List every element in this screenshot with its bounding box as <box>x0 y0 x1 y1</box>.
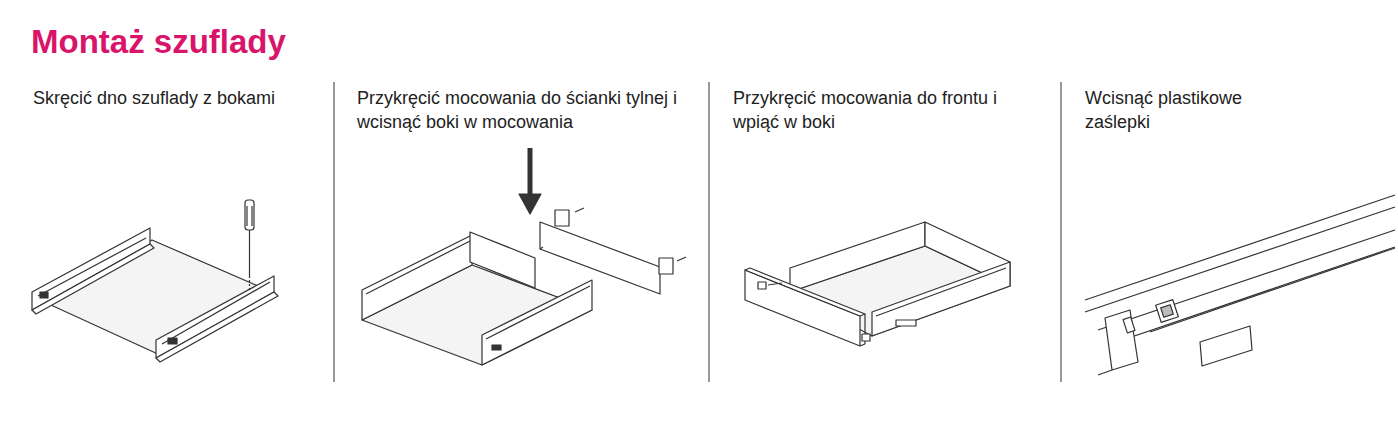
step-caption: Przykręcić mocowania do ścianki tylnej i… <box>357 86 702 134</box>
title: Montaż szuflady <box>31 22 286 62</box>
step-caption: Przykręcić mocowania do frontu i wpiąć w… <box>733 86 1025 134</box>
step-caption: Skręcić dno szuflady z bokami <box>33 86 328 110</box>
step-caption: Wcisnąć plastikowe zaślepki <box>1085 86 1267 134</box>
